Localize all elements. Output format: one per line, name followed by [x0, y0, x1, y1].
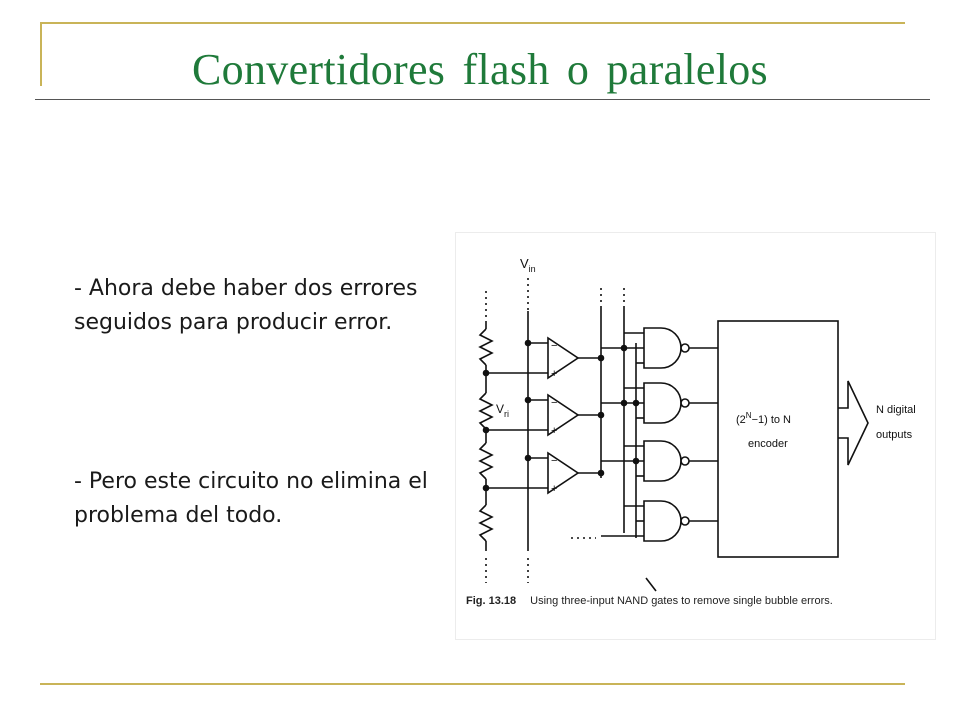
svg-text:−: − — [551, 340, 557, 352]
encoder-label-line1: (2N−1) to N — [736, 411, 791, 426]
left-accent-line — [40, 22, 42, 86]
vr-label: Vri — [496, 402, 509, 419]
caption-text: Using three-input NAND gates to remove s… — [530, 595, 833, 607]
circuit-figure: Vin Vri − — [455, 232, 936, 640]
svg-text:−: − — [551, 455, 557, 467]
output-label-line1: N digital — [876, 404, 916, 416]
top-accent-line — [40, 22, 905, 24]
vin-label: Vin — [520, 256, 536, 274]
title-underline — [35, 99, 930, 100]
encoder-label-line2: encoder — [748, 438, 788, 450]
bullet-2: - Pero este circuito no elimina el probl… — [74, 469, 428, 528]
svg-text:−: − — [551, 397, 557, 409]
svg-text:+: + — [551, 425, 557, 437]
caption-number: Fig. 13.18 — [466, 595, 517, 607]
output-label-line2: outputs — [876, 429, 913, 441]
bottom-accent-line — [40, 683, 905, 685]
figure-caption: Fig. 13.18 Using three-input NAND gates t… — [466, 595, 926, 607]
svg-text:+: + — [551, 368, 557, 380]
slide-title: Convertidores flash o paralelos — [192, 45, 768, 94]
nand-flash-circuit-diagram: Vin Vri − — [478, 256, 916, 592]
svg-text:+: + — [551, 483, 557, 495]
bullet-1: - Ahora debe haber dos errores seguidos … — [74, 276, 418, 335]
